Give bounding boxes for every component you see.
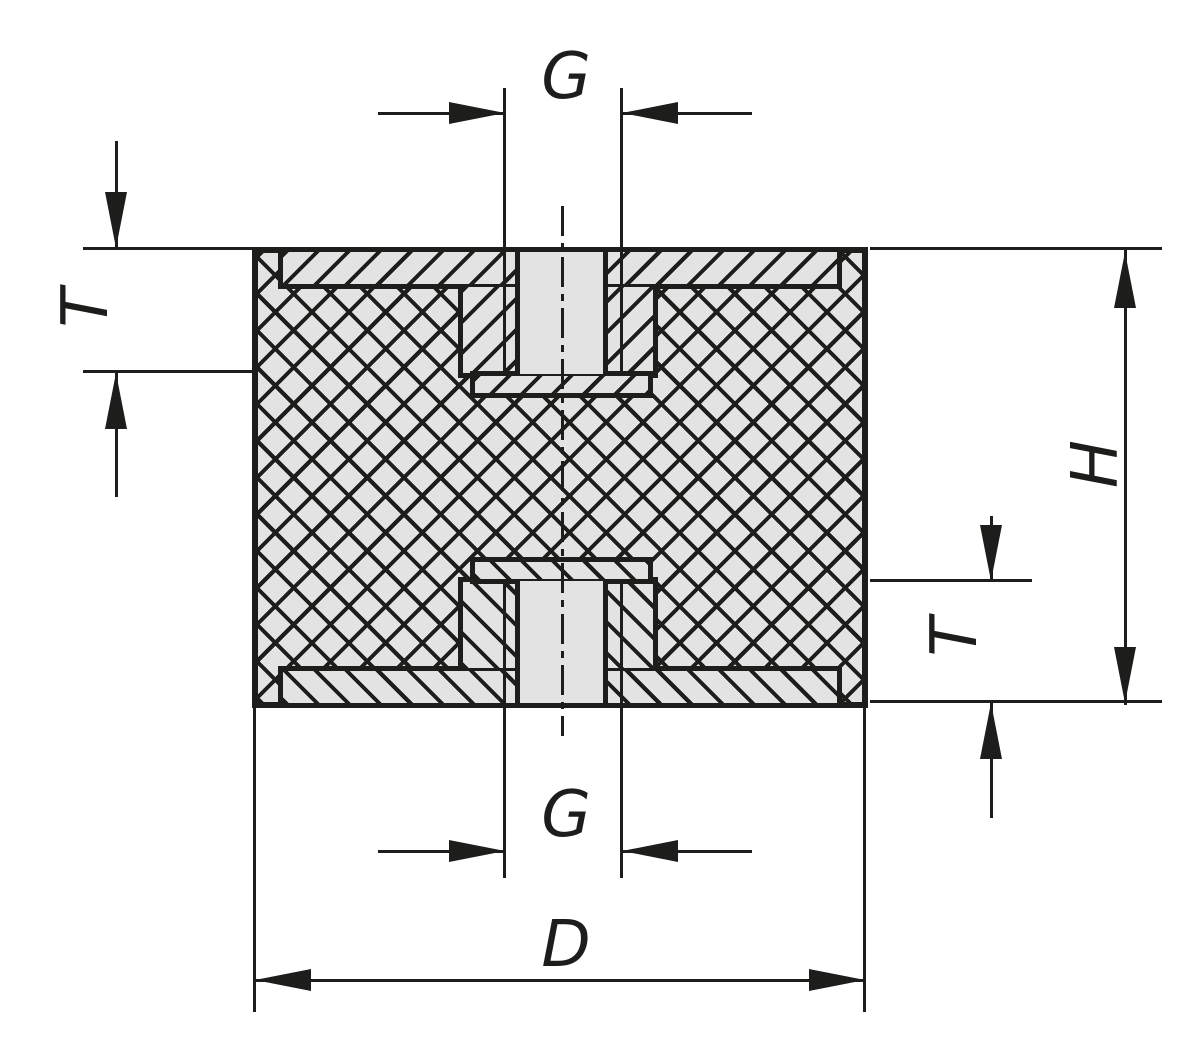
t-right-arrowhead-down (980, 525, 1002, 581)
h-extension-line-bottom (870, 700, 1162, 703)
d-extension-line-left (253, 708, 256, 1012)
d-arrowhead-right (809, 969, 865, 991)
g-top-arrowhead-left (622, 102, 678, 124)
dimension-label-t-left: T (49, 288, 123, 328)
g-bottom-arrowhead-left (622, 840, 678, 862)
t-right-extension-line (870, 579, 1032, 582)
g-bottom-dimension-line-right (622, 850, 752, 853)
t-left-extension-line-top (83, 247, 255, 250)
g-bottom-extension-line-left (503, 706, 506, 878)
h-dimension-line (1124, 250, 1127, 705)
g-top-dimension-line-right (622, 112, 752, 115)
g-bottom-extension-line-right (620, 706, 623, 878)
g-bottom-dimension-line-left (378, 850, 505, 853)
top-thread-line-left (503, 252, 506, 372)
g-top-dimension-line-left (378, 112, 505, 115)
h-arrowhead-up (1114, 252, 1136, 308)
t-left-arrowhead-up (105, 373, 127, 429)
t-right-dimension-line-bottom (990, 703, 993, 818)
dimension-label-h: H (1059, 439, 1133, 489)
dimension-label-t-right: T (918, 617, 992, 657)
g-bottom-arrowhead-right (449, 840, 505, 862)
g-top-extension-line-left (503, 88, 506, 250)
t-left-extension-line-bottom (83, 370, 255, 373)
t-right-arrowhead-up (980, 703, 1002, 759)
g-top-extension-line-right (620, 88, 623, 250)
d-dimension-line (255, 979, 865, 982)
t-left-arrowhead-down (105, 192, 127, 248)
d-arrowhead-left (255, 969, 311, 991)
g-top-arrowhead-right (449, 102, 505, 124)
dimension-label-d: D (541, 908, 591, 982)
bottom-thread-line-right (620, 583, 623, 703)
top-thread-line-right (620, 252, 623, 372)
t-left-dimension-line-bottom (115, 373, 118, 497)
centerline (561, 206, 564, 736)
h-arrowhead-down (1114, 647, 1136, 703)
d-extension-line-right (863, 708, 866, 1012)
dimension-label-g-top: G (541, 40, 591, 114)
h-extension-line-top (870, 247, 1162, 250)
bottom-thread-line-left (503, 583, 506, 703)
dimension-label-g-bottom: G (541, 778, 591, 852)
